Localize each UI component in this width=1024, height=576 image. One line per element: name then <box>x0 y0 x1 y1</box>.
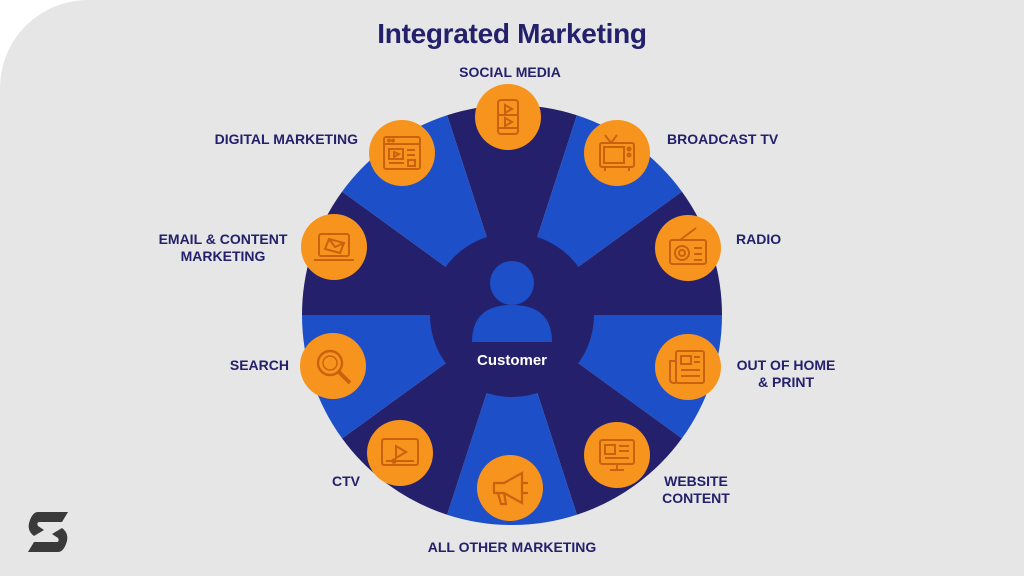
label-radio: RADIO <box>736 231 782 247</box>
label-out-of-home-print: OUT OF HOME & PRINT <box>731 357 841 391</box>
label-search: SEARCH <box>229 357 289 373</box>
browser-window-icon <box>383 136 421 170</box>
label-email-content-marketing: EMAIL & CONTENT MARKETING <box>150 231 296 265</box>
label-all-other-marketing: ALL OTHER MARKETING <box>427 539 597 555</box>
wheel-segment <box>447 105 577 315</box>
customer-person-icon <box>472 261 552 342</box>
laptop-email-icon <box>314 233 354 261</box>
label-email-line2: MARKETING <box>180 248 266 264</box>
label-website-line2: CONTENT <box>662 490 730 506</box>
smartphone-video-icon <box>497 99 519 135</box>
video-player-icon <box>381 438 419 466</box>
channel-node-radio <box>655 215 721 281</box>
channel-node-out-of-home-print <box>655 334 721 400</box>
channel-node-email-content-marketing <box>301 214 367 280</box>
channel-node-ctv <box>367 420 433 486</box>
radio-icon <box>669 227 707 265</box>
label-broadcast-tv: BROADCAST TV <box>667 131 779 147</box>
website-monitor-icon <box>599 439 635 471</box>
label-ctv: CTV <box>332 473 360 489</box>
label-out-of-home-line1: OUT OF HOME <box>736 357 836 373</box>
page-title: Integrated Marketing <box>377 18 647 49</box>
channel-node-website-content <box>584 422 650 488</box>
wheel-segment <box>447 315 577 525</box>
channel-node-broadcast-tv <box>584 120 650 186</box>
newspaper-icon <box>669 350 705 384</box>
channel-node-social-media <box>475 84 541 150</box>
label-out-of-home-line2: & PRINT <box>758 374 814 390</box>
channel-node-digital-marketing <box>369 120 435 186</box>
channel-node-search <box>300 333 366 399</box>
label-email-line1: EMAIL & CONTENT <box>158 231 288 247</box>
channel-node-all-other-marketing <box>477 455 543 521</box>
label-digital-marketing: DIGITAL MARKETING <box>214 131 358 147</box>
label-social-media: SOCIAL MEDIA <box>459 64 561 80</box>
label-website-content: WEBSITE CONTENT <box>651 473 741 507</box>
customer-label: Customer <box>476 352 547 369</box>
brand-logo-icon <box>28 512 69 552</box>
tv-icon <box>599 134 635 171</box>
megaphone-icon <box>492 471 528 506</box>
magnifier-icon <box>316 349 352 385</box>
label-website-line1: WEBSITE <box>664 473 728 489</box>
